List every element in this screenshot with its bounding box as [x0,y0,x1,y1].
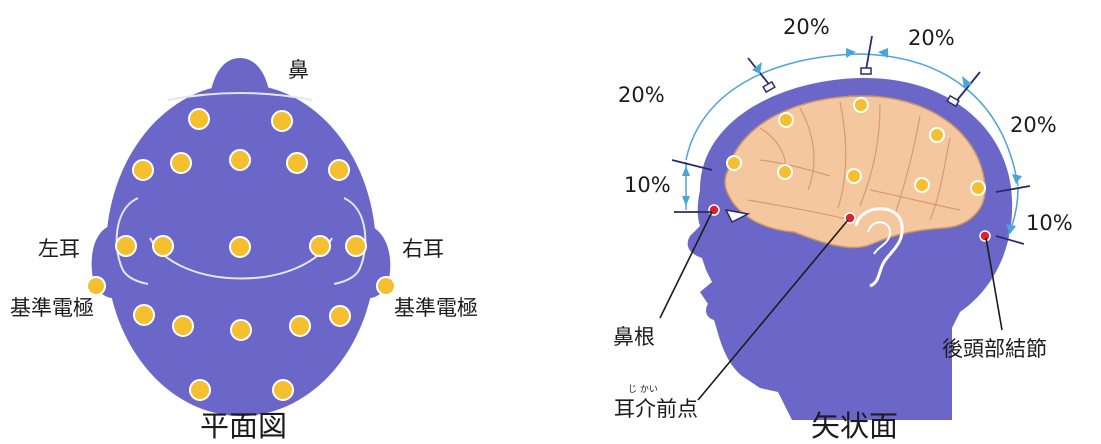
electrode-f3 [171,153,191,173]
electrode-t6 [330,306,350,326]
electrode-mid-1 [778,165,792,179]
electrode-pz [231,320,251,340]
label-left-ear: 左耳 [38,237,80,261]
electrode-c4 [310,236,330,256]
pct-label-top-right: 20% [908,26,955,50]
electrode-fp1 [189,109,209,129]
caption-side-view: 矢状面 [811,409,898,443]
electrode-p4 [290,316,310,336]
electrode-p [930,128,944,142]
electrode-o [971,181,985,195]
electrode-o2 [273,380,293,400]
electrode-o1 [190,380,210,400]
caption-top-view: 平面図 [200,409,287,443]
electrode-f8 [329,160,349,180]
electrode-t5 [134,305,154,325]
label-nasion: 鼻根 [613,325,655,349]
top-view: 鼻 左耳 右耳 基準電極 基準電極 平面図 [10,58,478,443]
pct-label-top-left: 20% [783,15,830,39]
electrode-f4 [287,153,307,173]
label-preauricular-ruby: じ かい [628,384,658,395]
electrode-f7 [133,160,153,180]
electrode-mid-3 [915,178,929,192]
pct-label-right: 20% [1010,113,1057,137]
electrode-fz [230,150,250,170]
electrode-f [779,113,793,127]
label-preauricular: 耳介前点 [614,397,698,421]
landmark-inion [980,231,990,241]
pct-label-lower-right: 10% [1026,211,1073,235]
electrode-fp2 [272,111,292,131]
pct-label-left: 20% [618,83,665,107]
electrode-fp [727,156,741,170]
electrode-t3 [116,236,136,256]
electrode-cz [230,237,250,257]
electrode-c3 [153,236,173,256]
label-reference-left: 基準電極 [10,296,94,320]
electrode-t4 [346,236,366,256]
electrode-p3 [173,316,193,336]
label-inion: 後頭部結節 [942,337,1047,361]
electrode-a2 [377,277,395,295]
electrode-a1 [87,277,105,295]
label-right-ear: 右耳 [402,237,444,261]
pct-label-lower-left: 10% [624,173,671,197]
electrode-c [854,98,868,112]
side-view: 20% 20% 20% 20% 10% 10% 鼻根 後頭部結節 じ かい 耳介… [613,15,1073,443]
label-reference-right: 基準電極 [394,296,478,320]
label-nose: 鼻 [288,58,309,82]
electrode-mid-2 [847,169,861,183]
